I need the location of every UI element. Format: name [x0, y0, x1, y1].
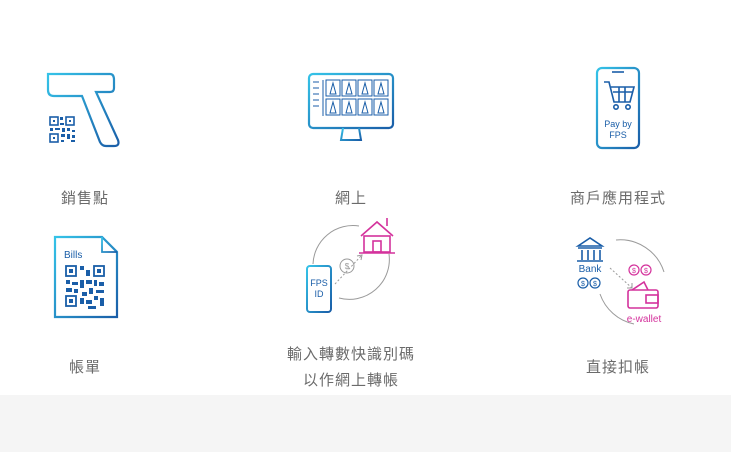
svg-text:$: $: [581, 281, 585, 288]
svg-text:Bills: Bills: [64, 250, 82, 261]
tile-direct-debit[interactable]: Bank $ $ $ $ e-wallet 直接扣帳: [510, 220, 730, 390]
tile-point-of-sale[interactable]: 銷售點: [0, 0, 170, 220]
tile-label-line1: 輸入轉數快識別碼: [286, 346, 415, 363]
svg-text:$: $: [593, 281, 597, 288]
svg-text:FPS: FPS: [310, 278, 328, 288]
phone-cart-icon: Pay by FPS: [595, 66, 641, 150]
tile-label-line2: 以作網上轉帳: [302, 372, 399, 389]
tile-label: 商戶應用程式: [569, 190, 666, 207]
desktop-monitor-icon: [307, 72, 395, 142]
svg-text:$: $: [632, 268, 636, 275]
fps-id-transfer-icon: FPS ID $: [306, 218, 395, 313]
tile-bills[interactable]: Bills 帳單: [0, 220, 170, 390]
svg-text:Bank: Bank: [579, 264, 603, 275]
barcode-scanner-icon: [46, 72, 120, 148]
tile-online[interactable]: 網上: [245, 0, 465, 220]
footer-band: [0, 395, 731, 452]
svg-text:ID: ID: [315, 289, 325, 299]
tile-merchant-app[interactable]: Pay by FPS 商戶應用程式: [510, 0, 730, 220]
svg-text:$: $: [644, 268, 648, 275]
bank-to-ewallet-icon: Bank $ $ $ $ e-wallet: [575, 237, 665, 325]
tile-label: 銷售點: [60, 190, 109, 207]
tile-label: 網上: [334, 190, 367, 207]
tile-label: 直接扣帳: [585, 359, 650, 376]
svg-text:FPS: FPS: [609, 130, 627, 140]
svg-text:e-wallet: e-wallet: [627, 314, 662, 325]
svg-text:$: $: [345, 262, 350, 271]
tile-fps-id-transfer[interactable]: FPS ID $ 輸入轉數快識別碼 以作網上轉帳: [245, 210, 465, 395]
bill-qr-icon: Bills: [53, 235, 119, 319]
pay-by-fps-text: Pay by: [604, 119, 632, 129]
tile-label: 帳單: [68, 359, 101, 376]
